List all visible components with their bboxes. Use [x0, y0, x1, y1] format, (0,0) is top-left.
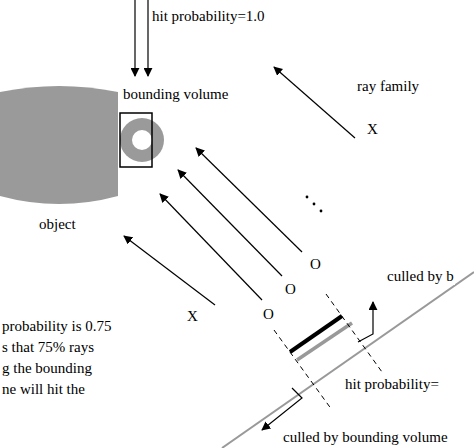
note-line: ne will hit the	[1, 381, 86, 398]
ray-family-label: ray family	[356, 78, 420, 95]
probability-label: hit probability=1.0	[151, 8, 266, 25]
ray-mark: X	[186, 308, 199, 325]
bounding-volume-label: bounding volume	[122, 86, 229, 103]
mug-body	[0, 86, 118, 204]
plane	[222, 272, 474, 448]
culled-label: culled by bounding volume	[282, 429, 449, 446]
note-line: s that 75% rays	[1, 339, 95, 356]
mug-handle	[120, 118, 164, 162]
ray-mark: O	[262, 306, 275, 323]
ray-mark: O	[284, 281, 297, 298]
ray-mark: O	[309, 256, 322, 273]
bounding-box	[120, 113, 152, 167]
probability-label: hit probability=	[344, 376, 440, 393]
culled-label: culled by b	[386, 268, 455, 285]
object-label: object	[38, 216, 77, 233]
note-line: probability is 0.75	[1, 318, 113, 335]
ray-mark: X	[366, 121, 379, 138]
note-line: g the bounding	[1, 360, 93, 377]
